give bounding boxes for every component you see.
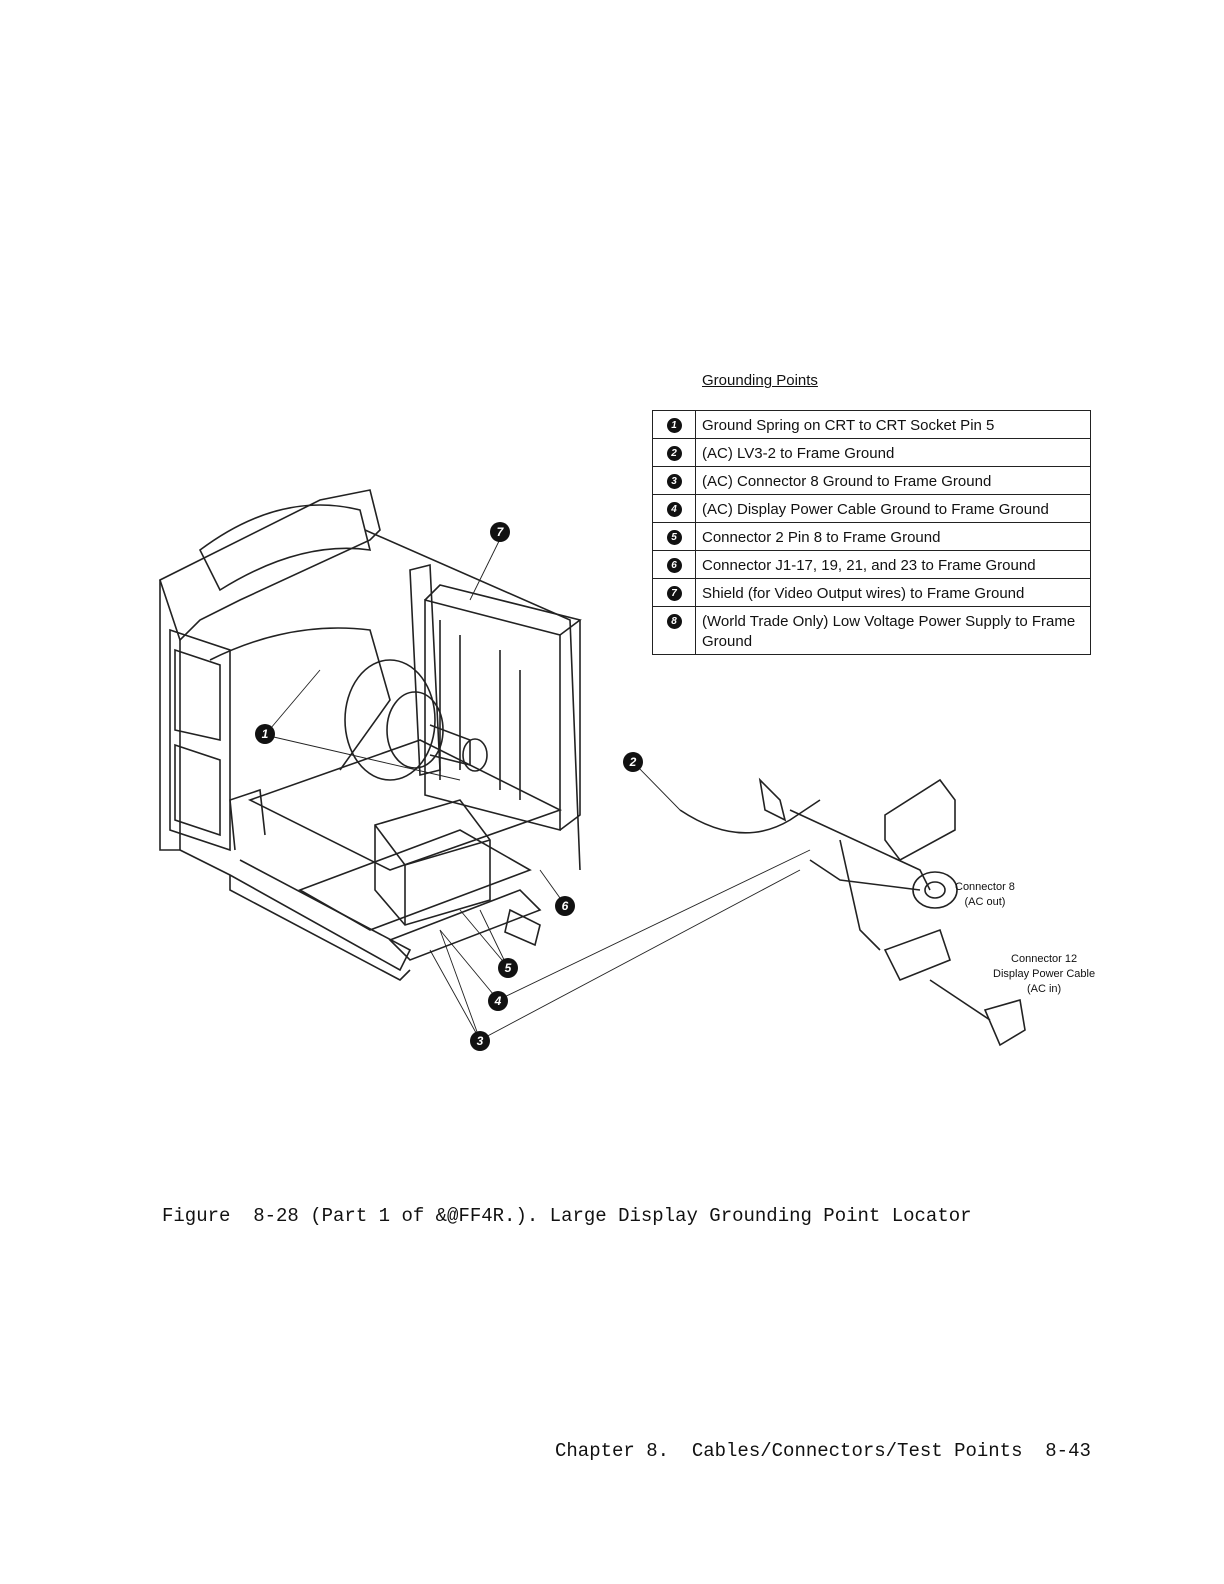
callout-badge: 7: [666, 586, 682, 601]
connector-12-label: Connector 12 Display Power Cable (AC in): [993, 953, 1096, 995]
callout-badge: 5: [666, 530, 682, 545]
callout-2: 2: [623, 752, 643, 772]
callout-badge: 5: [498, 958, 518, 978]
table-row: 5 Connector 2 Pin 8 to Frame Ground: [652, 522, 1091, 551]
callout-3: 3: [470, 1031, 490, 1051]
table-row: 7 Shield (for Video Output wires) to Fra…: [652, 578, 1091, 607]
callout-6: 6: [555, 896, 575, 916]
row-description: (AC) Connector 8 Ground to Frame Ground: [695, 466, 1091, 495]
callout-badge: 4: [488, 991, 508, 1011]
chassis-base: [247, 739, 563, 961]
table-row: 3 (AC) Connector 8 Ground to Frame Groun…: [652, 466, 1091, 495]
power-supply: [409, 563, 582, 832]
callout-4: 4: [488, 991, 508, 1011]
callout-1: 1: [255, 724, 275, 744]
callout-badge: 2: [623, 752, 643, 772]
row-description: (AC) Display Power Cable Ground to Frame…: [695, 494, 1091, 523]
callout-7: 7: [490, 522, 510, 542]
table-row: 8 (World Trade Only) Low Voltage Power S…: [652, 606, 1091, 655]
grounding-points-title: Grounding Points: [702, 372, 818, 389]
callout-badge: 2: [666, 446, 682, 461]
callout-badge: 6: [666, 558, 682, 573]
row-description: Shield (for Video Output wires) to Frame…: [695, 578, 1091, 607]
row-description: Ground Spring on CRT to CRT Socket Pin 5: [695, 410, 1091, 439]
row-description: Connector 2 Pin 8 to Frame Ground: [695, 522, 1091, 551]
callout-badge: 4: [666, 502, 682, 517]
leader-lines: [264, 534, 811, 1041]
crt-frame: [159, 489, 581, 981]
page-footer: Chapter 8. Cables/Connectors/Test Points…: [555, 1440, 1091, 1462]
figure-caption: Figure 8-28 (Part 1 of &@FF4R.). Large D…: [162, 1205, 972, 1227]
display-assembly-drawing: [159, 489, 1026, 1047]
power-cables: [679, 777, 1026, 1047]
table-row: 2 (AC) LV3-2 to Frame Ground: [652, 438, 1091, 467]
callout-badge: 3: [666, 474, 682, 489]
row-description: (World Trade Only) Low Voltage Power Sup…: [695, 606, 1091, 655]
row-description: (AC) LV3-2 to Frame Ground: [695, 438, 1091, 467]
callout-badge: 6: [555, 896, 575, 916]
crt-neck: [209, 627, 488, 781]
callout-badge: 3: [470, 1031, 490, 1051]
connector-8-label: Connector 8 (AC out): [955, 881, 1015, 908]
callout-5: 5: [498, 958, 518, 978]
table-row: 6 Connector J1-17, 19, 21, and 23 to Fra…: [652, 550, 1091, 579]
row-description: Connector J1-17, 19, 21, and 23 to Frame…: [695, 550, 1091, 579]
grounding-points-table: 1 Ground Spring on CRT to CRT Socket Pin…: [652, 410, 1091, 655]
callout-badge: 1: [255, 724, 275, 744]
callout-badge: 8: [666, 614, 682, 629]
table-row: 1 Ground Spring on CRT to CRT Socket Pin…: [652, 410, 1091, 439]
callout-badge: 1: [666, 418, 682, 433]
callout-badge: 7: [490, 522, 510, 542]
